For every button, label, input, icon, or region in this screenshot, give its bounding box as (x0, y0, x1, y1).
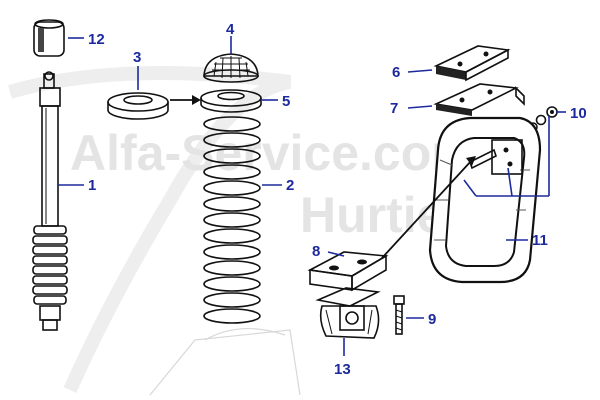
part-4-top-mount (203, 53, 259, 83)
part-12-dust-cap (33, 19, 65, 57)
callout-4: 4 (226, 21, 235, 38)
part-5-upper-spring-seat (200, 89, 262, 113)
part-7-bracket (433, 83, 525, 116)
watermark-swoosh (8, 66, 292, 393)
callout-6: 6 (392, 64, 400, 81)
chassis-outline (149, 328, 301, 396)
callout-11: 11 (532, 232, 548, 249)
callout-numbers: 12 1 3 4 5 2 6 7 10 11 8 9 13 (88, 21, 587, 378)
callout-7: 7 (390, 100, 398, 117)
part-3-spring-seat (107, 92, 169, 120)
callout-12: 12 (88, 31, 105, 48)
part-13-bush-block (315, 287, 381, 339)
part-2-coil-spring (203, 116, 261, 324)
part-8-clamp-bracket (307, 251, 389, 292)
part-6-plate (433, 45, 511, 82)
assembly-arrow (170, 95, 201, 105)
callout-10: 10 (570, 105, 587, 122)
callout-3: 3 (133, 49, 141, 66)
callout-1: 1 (88, 177, 96, 194)
watermark-line1: Alfa-Service.com (70, 125, 476, 181)
callout-5: 5 (282, 93, 290, 110)
shock-bellows (32, 225, 68, 305)
leader-lines (58, 36, 566, 356)
callout-2: 2 (286, 177, 294, 194)
callout-13: 13 (334, 361, 351, 378)
callout-8: 8 (312, 243, 320, 260)
part-1-shock-absorber (32, 71, 68, 331)
callout-9: 9 (428, 311, 436, 328)
assembly-arrow-long (381, 156, 476, 259)
part-9-bolt (393, 295, 405, 335)
part-11-rubber-strap (428, 116, 542, 284)
